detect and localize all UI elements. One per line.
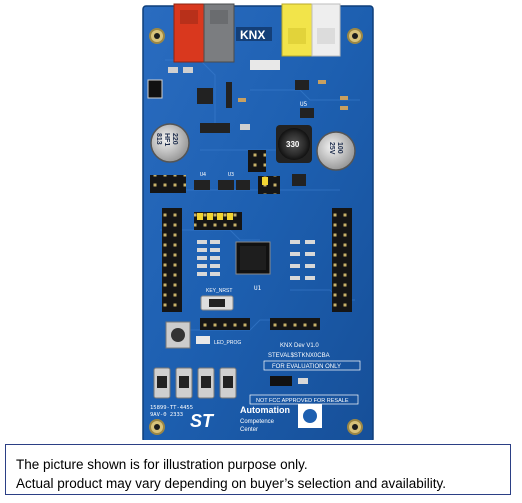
svg-text:U5: U5 — [300, 101, 308, 108]
mcu-chip: U1 — [235, 241, 271, 292]
svg-text:Center: Center — [240, 427, 258, 433]
knx-connector-yellow-white — [281, 3, 341, 57]
key-nrst-button: KEY_NRST — [200, 288, 234, 311]
center-jumper-block — [194, 212, 242, 230]
svg-text:HF1: HF1 — [163, 133, 170, 146]
svg-text:813: 813 — [155, 133, 162, 145]
automation-competence-center-logo: Automation Competence Center — [240, 404, 322, 433]
knx-logo: KNX — [236, 27, 272, 42]
mounting-holes — [149, 28, 363, 435]
svg-text:U1: U1 — [254, 285, 262, 292]
jumper-headers: U4 U3 — [150, 150, 306, 194]
svg-text:LED_PROG: LED_PROG — [214, 340, 241, 346]
svg-text:U4: U4 — [200, 172, 206, 178]
disclaimer-line-1: The picture shown is for illustration pu… — [16, 457, 308, 472]
svg-text:15899-TT-4455: 15899-TT-4455 — [150, 405, 193, 411]
tactile-switch — [165, 321, 191, 349]
svg-text:ST: ST — [190, 411, 215, 431]
svg-text:Automation: Automation — [240, 405, 290, 415]
inductor-220: 220 HF1 813 — [150, 123, 190, 163]
svg-text:9AV-0 2333: 9AV-0 2333 — [150, 412, 183, 418]
lower-header — [200, 318, 320, 330]
svg-text:330: 330 — [286, 140, 300, 149]
knx-connector-red-grey — [173, 3, 235, 63]
coil-330: 330 — [276, 125, 312, 163]
led-prog: LED_PROG — [196, 336, 241, 346]
product-photo: KNX U5 220 HF1 813 330 — [142, 3, 374, 440]
svg-text:220: 220 — [171, 133, 178, 145]
svg-text:KEY_NRST: KEY_NRST — [206, 288, 232, 294]
left-pin-header — [162, 208, 182, 312]
disclaimer-line-2: Actual product may vary depending on buy… — [16, 476, 447, 491]
svg-text:FOR EVALUATION ONLY: FOR EVALUATION ONLY — [272, 364, 341, 370]
svg-text:25V: 25V — [328, 142, 335, 155]
serial-sticker: 15899-TT-4455 9AV-0 2333 — [150, 405, 193, 418]
pcb-board — [142, 5, 374, 440]
svg-text:STEVAL$STKNX0CBA: STEVAL$STKNX0CBA — [268, 353, 330, 359]
bottom-buttons — [153, 367, 237, 399]
upper-components: U5 — [147, 60, 348, 133]
resistor-arrays — [197, 240, 315, 280]
svg-text:100: 100 — [336, 142, 343, 154]
svg-text:KNX Dev V1.0: KNX Dev V1.0 — [280, 343, 319, 349]
svg-text:NOT FCC APPROVED FOR RESALE: NOT FCC APPROVED FOR RESALE — [256, 398, 349, 404]
right-pin-header — [332, 208, 352, 312]
board-labels: KNX Dev V1.0 STEVAL$STKNX0CBA FOR EVALUA… — [249, 343, 361, 405]
svg-text:Competence: Competence — [240, 419, 275, 425]
illustration-disclaimer: The picture shown is for illustration pu… — [5, 444, 511, 495]
capacitor-100: 100 25V — [316, 131, 356, 171]
svg-text:KNX: KNX — [240, 28, 265, 42]
svg-text:U3: U3 — [228, 172, 234, 178]
st-logo: ST — [190, 411, 215, 431]
